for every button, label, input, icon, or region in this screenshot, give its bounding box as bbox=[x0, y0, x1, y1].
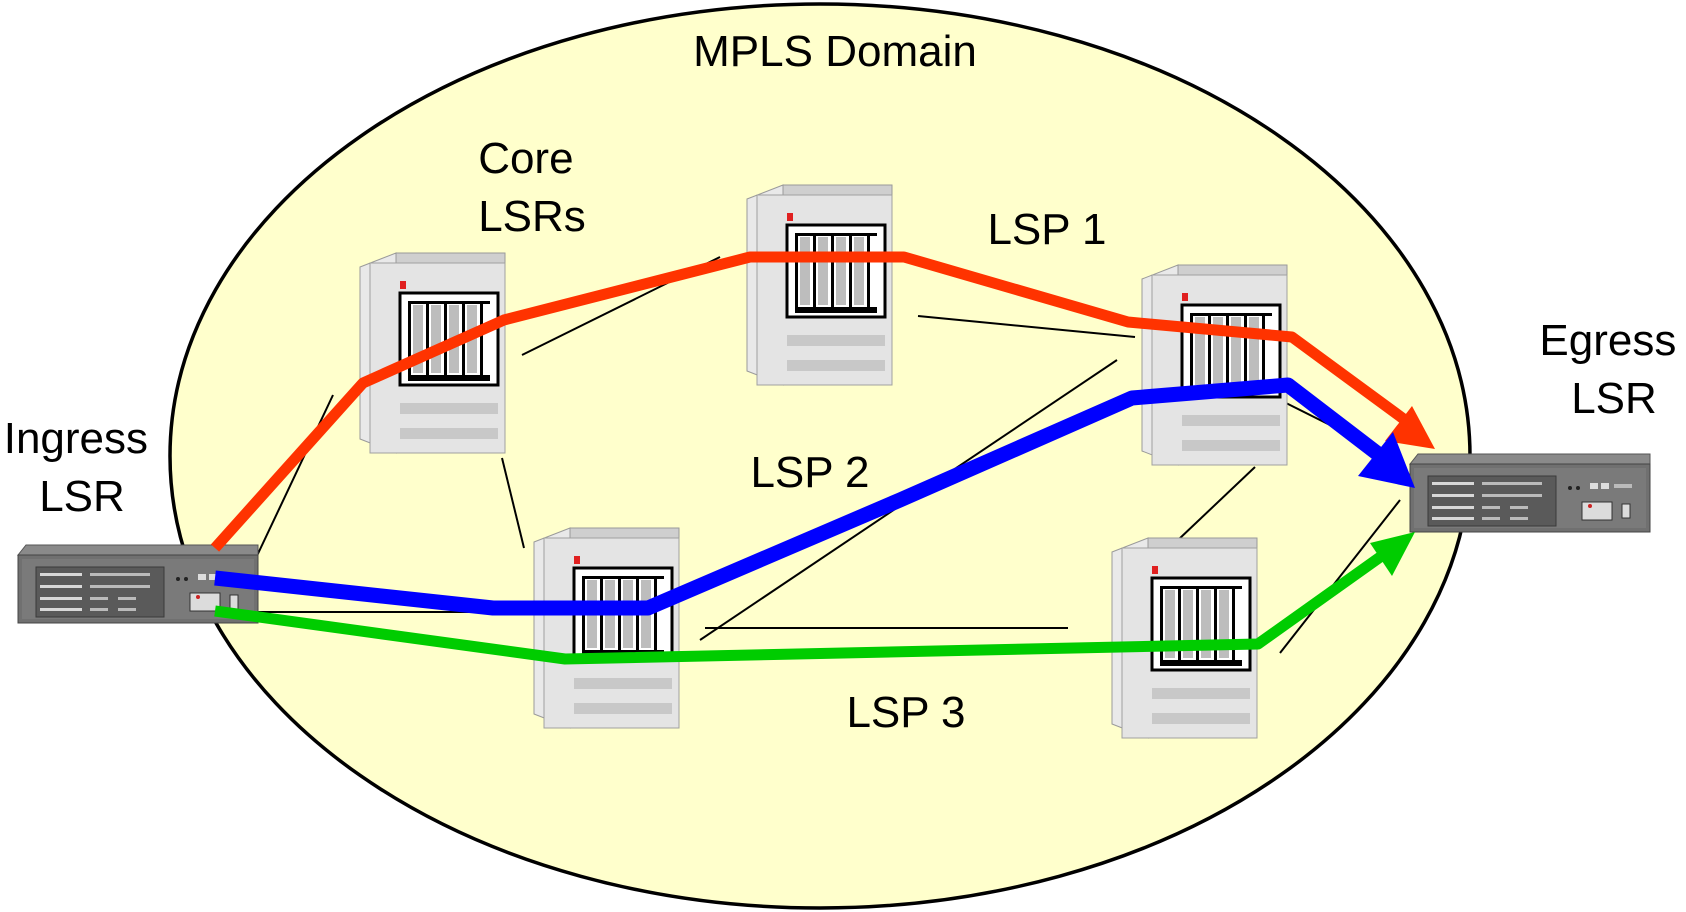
ingress-lsr-label-line-2: LSR bbox=[39, 472, 125, 521]
core-lsrs-label-line-2: LSRs bbox=[478, 192, 586, 241]
lsp-2-arrowhead bbox=[1358, 432, 1415, 488]
core-lsr-3-server-tower-icon bbox=[1140, 263, 1289, 467]
core-lsr-2-server-tower-icon bbox=[745, 183, 894, 387]
core-lsr-5-server-tower-icon bbox=[1110, 536, 1259, 740]
lsp-2-label: LSP 2 bbox=[750, 448, 869, 497]
ingress-lsr-label-line-1: Ingress bbox=[4, 414, 148, 463]
lsp-3-label: LSP 3 bbox=[846, 688, 965, 737]
core-lsrs-label: Core LSRs bbox=[478, 134, 586, 241]
egress-lsr-label: Egress LSR bbox=[1539, 316, 1686, 423]
lsp-2-path bbox=[214, 377, 1415, 616]
core-lsrs-label-line-1: Core bbox=[478, 134, 573, 183]
lsp-3-arrowhead bbox=[1370, 532, 1415, 576]
ingress-lsr-label: Ingress LSR bbox=[4, 414, 161, 521]
lsp-1-arrowhead bbox=[1385, 406, 1435, 449]
egress-lsr-label-line-1: Egress bbox=[1539, 316, 1676, 365]
lsp-1-label: LSP 1 bbox=[987, 205, 1106, 254]
lsp-1-path bbox=[210, 251, 1435, 552]
lsp-3-path bbox=[214, 532, 1415, 665]
egress-lsr-router-icon bbox=[1409, 453, 1651, 533]
egress-lsr-label-line-2: LSR bbox=[1571, 374, 1657, 423]
domain-label: MPLS Domain bbox=[693, 27, 977, 76]
core-lsr-4-server-tower-icon bbox=[532, 526, 681, 730]
